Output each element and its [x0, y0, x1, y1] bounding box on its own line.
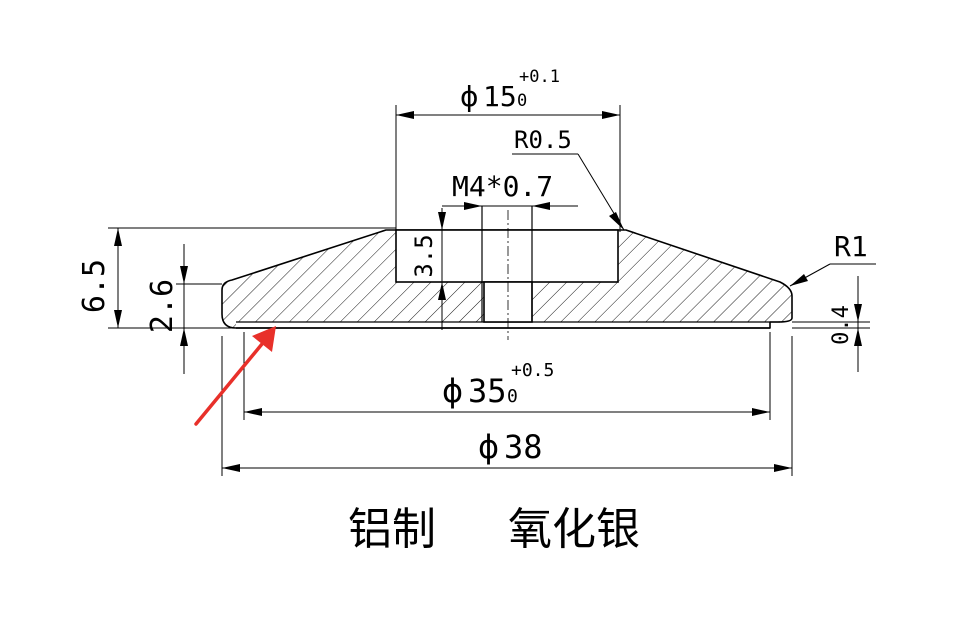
dim-phi-15-upper-tol: +0.1 — [519, 67, 560, 87]
dim-r1-label: R1 — [834, 230, 868, 263]
caption-material: 铝制 — [348, 504, 436, 555]
dim-3-5-label: 3.5 — [410, 234, 438, 277]
dim-phi-15-lower-tol: 0 — [517, 91, 527, 111]
dim-phi-35-value: 35 — [468, 372, 507, 410]
counterbore — [395, 229, 619, 283]
dim-phi-35-upper-tol: +0.5 — [511, 360, 554, 381]
dim-6-5-label: 6.5 — [77, 259, 112, 313]
dim-phi-38-symbol: ϕ — [478, 428, 499, 466]
hatched-section-right — [532, 230, 792, 322]
part-outline — [221, 229, 793, 329]
dimension-lines — [108, 105, 876, 476]
dim-thread-label: M4*0.7 — [452, 170, 553, 203]
hatched-section-left — [222, 230, 484, 328]
dim-phi-38-value: 38 — [504, 428, 543, 466]
dim-r05-label: R0.5 — [514, 126, 572, 154]
dim-phi-35-lower-tol: 0 — [507, 386, 518, 407]
red-arrow-annotation — [194, 326, 276, 426]
arrowheads — [114, 111, 862, 472]
dim-phi-35-symbol: ϕ — [442, 372, 463, 410]
dim-phi-15-symbol: ϕ — [460, 80, 478, 113]
caption-coating: 氧化银 — [508, 504, 640, 555]
dim-0-4-label: 0.4 — [829, 305, 854, 345]
dim-phi-15-value: 15 — [483, 80, 517, 113]
part-section — [221, 206, 793, 340]
dim-2-6-label: 2.6 — [145, 279, 180, 333]
